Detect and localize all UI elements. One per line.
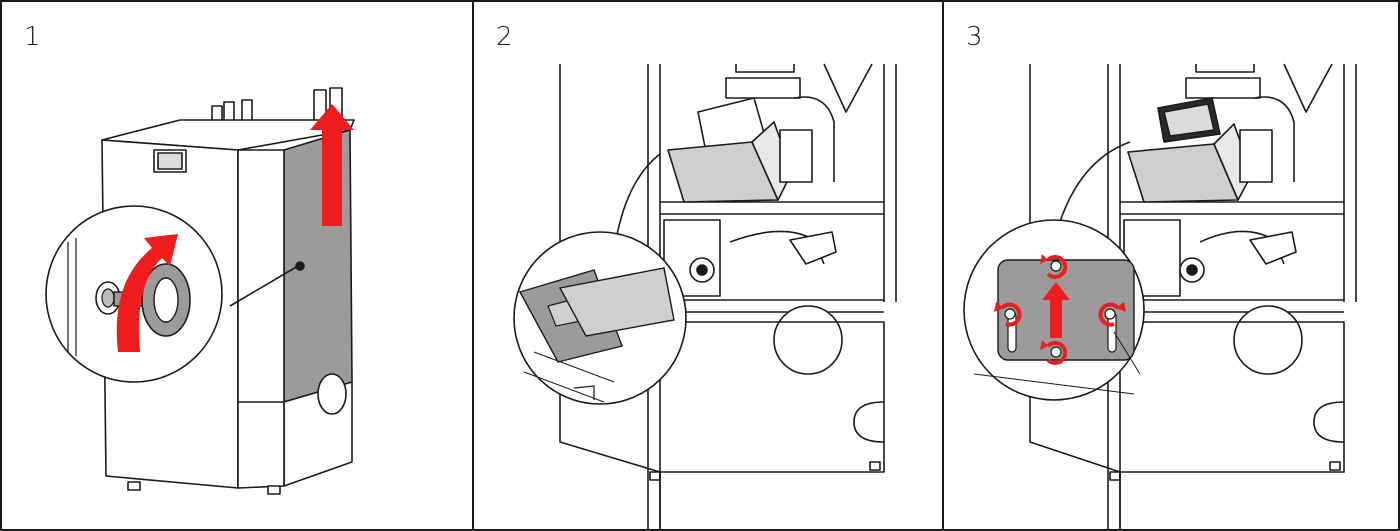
step-panel-2: 2 (472, 0, 944, 531)
step-1-illustration (45, 87, 355, 495)
lock-detail-callout (45, 205, 223, 383)
step-number: 1 (24, 22, 41, 52)
step-number: 3 (966, 22, 983, 52)
step-2-illustration (513, 63, 897, 529)
lift-arrow (310, 104, 354, 226)
screw-detail-callout (963, 219, 1145, 401)
step-number: 2 (496, 22, 513, 52)
step-panel-1: 1 (0, 0, 474, 531)
filter-detail-callout (513, 231, 687, 405)
step-3-illustration (963, 63, 1357, 529)
step-panel-3: 3 (942, 0, 1400, 531)
